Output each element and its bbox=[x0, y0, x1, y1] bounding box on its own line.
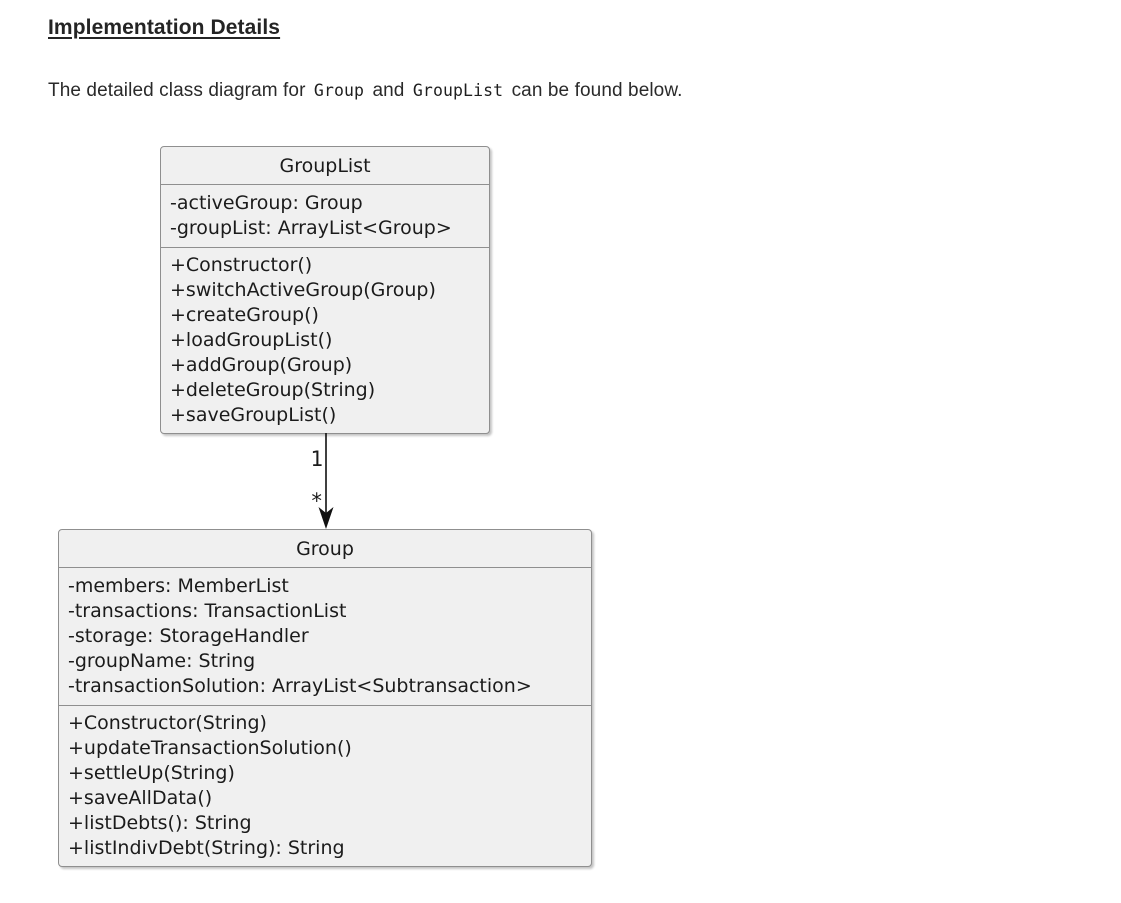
class-attribute: -transactionSolution: ArrayList<Subtrans… bbox=[68, 675, 532, 697]
grouplist-methods-section: +Constructor() +switchActiveGroup(Group)… bbox=[161, 247, 489, 433]
class-method: +deleteGroup(String) bbox=[170, 379, 376, 401]
page-title: Implementation Details bbox=[48, 16, 281, 39]
intro-text-before: The detailed class diagram for bbox=[48, 80, 306, 101]
class-method: +loadGroupList() bbox=[170, 329, 333, 351]
class-method: +listIndivDebt(String): String bbox=[68, 837, 345, 859]
arrowhead-icon bbox=[318, 507, 334, 529]
class-method: +Constructor(String) bbox=[68, 712, 267, 734]
intro-paragraph: The detailed class diagram for Group and… bbox=[48, 80, 683, 102]
class-method: +addGroup(Group) bbox=[170, 354, 353, 376]
uml-class-grouplist: GroupList -activeGroup: Group -groupList… bbox=[160, 146, 490, 434]
class-method: +saveAllData() bbox=[68, 787, 213, 809]
class-attribute: -members: MemberList bbox=[68, 575, 289, 597]
inline-code-group: Group bbox=[313, 81, 365, 100]
association-arrow bbox=[318, 433, 334, 529]
class-name-group: Group bbox=[59, 530, 591, 568]
class-attribute: -transactions: TransactionList bbox=[68, 600, 347, 622]
grouplist-attributes-section: -activeGroup: Group -groupList: ArrayLis… bbox=[161, 185, 489, 247]
class-attribute: -storage: StorageHandler bbox=[68, 625, 309, 647]
class-name-grouplist: GroupList bbox=[161, 147, 489, 185]
class-method: +saveGroupList() bbox=[170, 404, 337, 426]
class-method: +createGroup() bbox=[170, 304, 319, 326]
inline-code-grouplist: GroupList bbox=[412, 81, 504, 100]
multiplicity-source: 1 bbox=[310, 447, 323, 471]
intro-text-and: and bbox=[372, 80, 405, 101]
class-method: +Constructor() bbox=[170, 254, 313, 276]
uml-class-group: Group -members: MemberList -transactions… bbox=[58, 529, 592, 867]
class-attribute: -groupList: ArrayList<Group> bbox=[170, 217, 452, 239]
class-method: +switchActiveGroup(Group) bbox=[170, 279, 436, 301]
class-attribute: -activeGroup: Group bbox=[170, 192, 363, 214]
group-attributes-section: -members: MemberList -transactions: Tran… bbox=[59, 568, 591, 705]
intro-text-after: can be found below. bbox=[511, 80, 683, 101]
multiplicity-target: * bbox=[310, 489, 323, 513]
class-attribute: -groupName: String bbox=[68, 650, 256, 672]
class-method: +listDebts(): String bbox=[68, 812, 252, 834]
class-method: +settleUp(String) bbox=[68, 762, 235, 784]
group-methods-section: +Constructor(String) +updateTransactionS… bbox=[59, 705, 591, 866]
class-method: +updateTransactionSolution() bbox=[68, 737, 352, 759]
